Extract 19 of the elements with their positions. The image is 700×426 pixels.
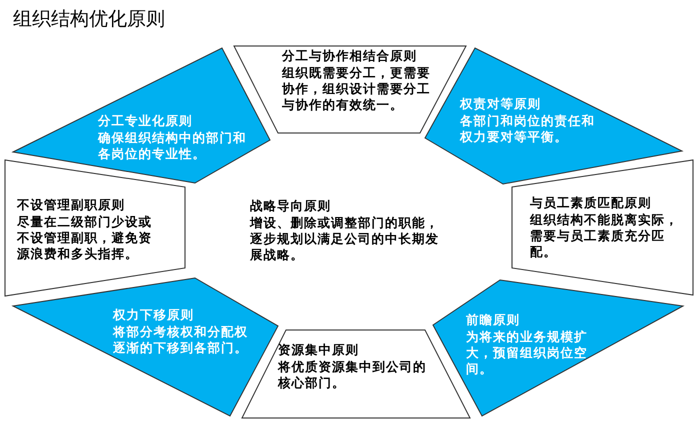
principle-title: 与员工素质匹配原则 bbox=[530, 195, 652, 211]
title: 组织结构优化原则 bbox=[13, 7, 165, 32]
principle-text: 确保组织结构中的部门和各岗位的专业性。 bbox=[98, 130, 248, 162]
principle-title: 分工与协作相结合原则 bbox=[282, 48, 418, 64]
principle-text: 将优质资源集中到公司的核心部门。 bbox=[278, 359, 428, 391]
principle-text: 增设、删除或调整部门的职能，逐步规划以满足公司的中长期发展战略。 bbox=[250, 215, 440, 263]
principle-title: 分工专业化原则 bbox=[98, 113, 194, 129]
principle-title: 前瞻原则 bbox=[466, 312, 521, 328]
principle-text: 为将来的业务规模扩大，预留组织岗位空间。 bbox=[466, 329, 588, 377]
principle-title: 权责对等原则 bbox=[460, 96, 542, 112]
principle-title: 资源集中原则 bbox=[278, 342, 360, 358]
principle-text: 组织既需要分工，更需要协作，组织设计需要分工与协作的有效统一。 bbox=[282, 65, 432, 113]
principle-text: 组织结构不能脱离实际，需要与员工素质充分匹配。 bbox=[530, 212, 680, 260]
principle-title: 战略导向原则 bbox=[250, 198, 332, 214]
principle-text: 尽量在二级部门少设或不设管理副职，避免资源浪费和多头指挥。 bbox=[17, 214, 153, 262]
principle-title: 不设管理副职原则 bbox=[17, 197, 126, 213]
principle-title: 权力下移原则 bbox=[113, 307, 195, 323]
principle-text: 将部分考核权和分配权逐渐的下移到各部门。 bbox=[113, 324, 249, 356]
principle-text: 各部门和岗位的责任和权力要对等平衡。 bbox=[460, 113, 596, 145]
